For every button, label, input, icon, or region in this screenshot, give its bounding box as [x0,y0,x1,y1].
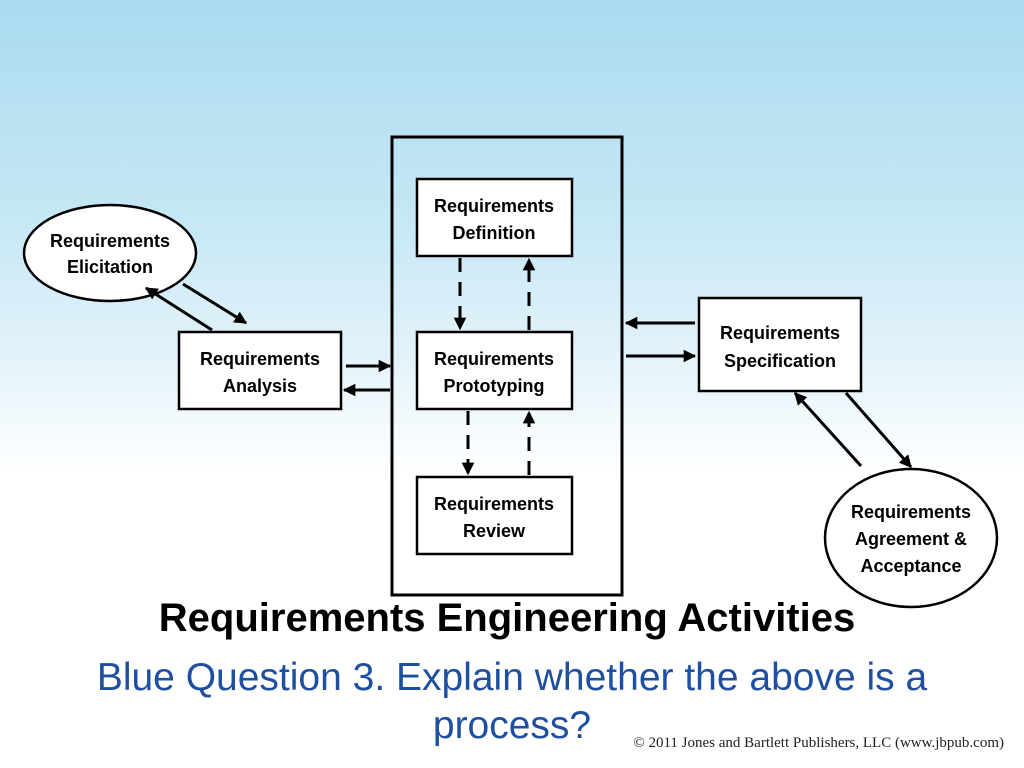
node-requirements-analysis: Requirements Analysis [177,330,343,411]
prototyping-label-line2: Prototyping [444,376,545,396]
node-requirements-elicitation: Requirements Elicitation [22,203,198,303]
elicitation-label-line1: Requirements [50,231,170,251]
copyright-notice: © 2011 Jones and Bartlett Publishers, LL… [633,735,1004,751]
specification-label-line2: Specification [724,351,836,371]
analysis-label-line2: Analysis [223,376,297,396]
arrow-elicitation-to-analysis [182,282,248,325]
node-requirements-definition: Requirements Definition [415,177,574,258]
slide-title: Requirements Engineering Activities [158,596,856,640]
elicitation-label-line2: Elicitation [67,257,153,277]
node-requirements-specification: Requirements Specification [697,296,863,393]
definition-label-line2: Definition [453,223,536,243]
question-text: Blue Question 3. Explain whether the abo… [96,656,928,747]
review-label-line2: Review [463,521,526,541]
analysis-label-line1: Requirements [200,349,320,369]
arrow-analysis-to-elicitation [144,286,213,332]
central-container [390,135,624,597]
node-requirements-prototyping: Requirements Prototyping [415,330,574,411]
specification-label-line1: Requirements [720,323,840,343]
arrow-specification-to-agreement [844,392,913,468]
prototyping-label-line1: Requirements [434,349,554,369]
review-label-line1: Requirements [434,494,554,514]
agreement-label-line1: Requirements [851,502,971,522]
definition-label-line1: Requirements [434,196,554,216]
agreement-label-line2: Agreement & [855,529,967,549]
node-requirements-agreement-acceptance: Requirements Agreement & Acceptance [823,467,999,609]
node-requirements-review: Requirements Review [415,475,574,556]
arrow-agreement-to-specification [793,391,863,468]
agreement-label-line3: Acceptance [860,556,961,576]
